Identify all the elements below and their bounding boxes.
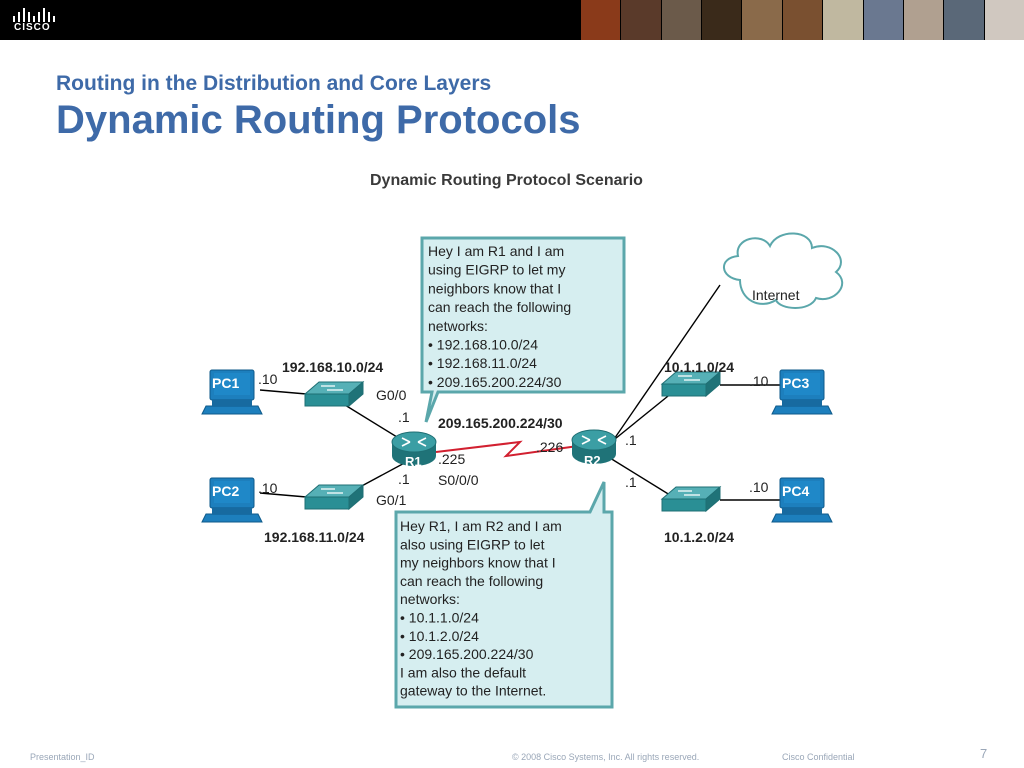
diagram-title: Dynamic Routing Protocol Scenario: [370, 172, 643, 189]
cisco-logo: CISCO: [10, 6, 70, 36]
network-pc3: 10.1.1.0/24: [664, 359, 734, 375]
footer-presentation-id: Presentation_ID: [30, 752, 95, 762]
router-r1-label: R1: [405, 454, 422, 469]
network-pc1: 192.168.10.0/24: [282, 359, 383, 375]
r1-g01-label: G0/1: [376, 492, 407, 508]
callout-line: can reach the following: [400, 573, 543, 589]
callout-line: • 10.1.2.0/24: [400, 628, 479, 644]
header-photo: [781, 0, 823, 40]
header-photo: [943, 0, 984, 40]
link-r2-sw3: [609, 387, 679, 444]
header-photo: [862, 0, 903, 40]
r1-g00-label: G0/0: [376, 387, 407, 403]
callout-line: neighbors know that I: [428, 280, 561, 296]
callout-line: my neighbors know that I: [400, 555, 556, 571]
network-pc2: 192.168.11.0/24: [264, 529, 365, 545]
callout-line: • 192.168.10.0/24: [428, 337, 538, 353]
switch-2: [304, 484, 364, 510]
internet-cloud: [723, 232, 844, 309]
callout-r1: Hey I am R1 and I am using EIGRP to let m…: [428, 243, 571, 390]
serial-link: [435, 440, 579, 458]
header-photo: [902, 0, 944, 40]
pc4-host-ip: .10: [749, 479, 769, 495]
callout-r2-box: [394, 481, 614, 709]
r2-bottom-ip: .1: [625, 474, 637, 490]
header-photo: [741, 0, 782, 40]
callout-line: networks:: [400, 591, 460, 607]
pc2-label: PC2: [212, 483, 239, 499]
pc4-label: PC4: [782, 483, 809, 499]
header-photo: [580, 0, 621, 40]
page-number: 7: [980, 746, 988, 761]
callout-line: gateway to the Internet.: [400, 683, 546, 699]
pc1-host-ip: .10: [258, 371, 278, 387]
cisco-bars-icon: [13, 8, 55, 22]
header-photo: [983, 0, 1024, 40]
header-photo: [620, 0, 661, 40]
header-bar: CISCO: [0, 0, 1024, 40]
pc2-host-ip: .10: [258, 480, 278, 496]
switch-3: [661, 371, 721, 397]
network-pc4: 10.1.2.0/24: [664, 529, 734, 545]
callout-line: networks:: [428, 318, 488, 334]
links: [259, 284, 785, 501]
callout-r1-box: [420, 236, 626, 423]
network-diagram: Internet R1 R2 PC1 PC2 PC3 PC4 192.168.1…: [201, 172, 844, 709]
callout-line: • 192.168.11.0/24: [428, 355, 537, 371]
header-photo: [660, 0, 702, 40]
footer-confidential: Cisco Confidential: [782, 752, 855, 762]
callout-line: I am also the default: [400, 664, 526, 680]
callout-line: • 209.165.200.224/30: [428, 374, 562, 390]
r1-serial-ip: .225: [438, 451, 465, 467]
callout-r2: Hey R1, I am R2 and I am also using EIGRP…: [400, 518, 562, 699]
switch-4: [661, 486, 721, 512]
callout-line: Hey R1, I am R2 and I am: [400, 518, 562, 534]
callout-line: using EIGRP to let my: [428, 262, 565, 278]
link-r2-internet: [609, 284, 721, 446]
header-photo-strip: [580, 0, 1024, 40]
r2-serial-ip: .226: [536, 439, 563, 455]
network-serial: 209.165.200.224/30: [438, 415, 563, 431]
logo-text: CISCO: [14, 22, 51, 33]
header-photo: [822, 0, 863, 40]
r1-g00-ip: .1: [398, 409, 410, 425]
callout-line: can reach the following: [428, 299, 571, 315]
callout-line: • 209.165.200.224/30: [400, 646, 534, 662]
callout-line: also using EIGRP to let: [400, 536, 545, 552]
internet-label: Internet: [752, 287, 800, 303]
link-r2-sw4: [609, 457, 679, 501]
slide-subtitle: Routing in the Distribution and Core Lay…: [56, 72, 492, 95]
pc1-label: PC1: [212, 375, 239, 391]
callout-line: • 10.1.1.0/24: [400, 610, 479, 626]
router-r2-label: R2: [584, 453, 601, 468]
r1-serial-interface: S0/0/0: [438, 472, 479, 488]
header-photo: [701, 0, 742, 40]
footer-copyright: © 2008 Cisco Systems, Inc. All rights re…: [512, 752, 700, 762]
callout-line: Hey I am R1 and I am: [428, 243, 564, 259]
slide-title: Dynamic Routing Protocols: [56, 98, 581, 142]
switch-1: [304, 381, 364, 407]
r2-top-ip: .1: [625, 432, 637, 448]
pc3-host-ip: .10: [749, 373, 769, 389]
pc3-label: PC3: [782, 375, 809, 391]
r1-g01-ip: .1: [398, 471, 410, 487]
